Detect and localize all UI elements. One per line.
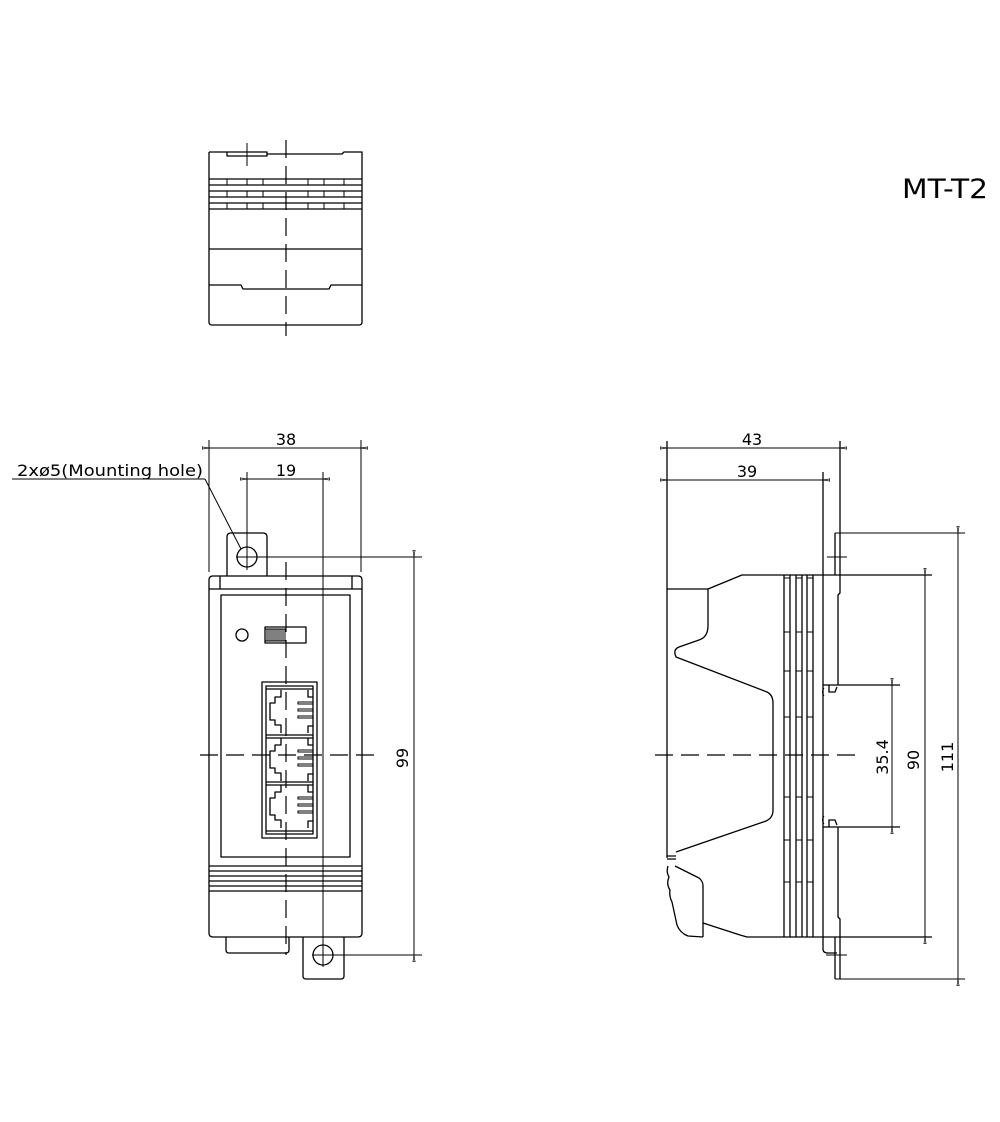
bottom-mounting-tab xyxy=(302,937,345,980)
svg-text:35.4: 35.4 xyxy=(873,739,892,775)
dimension-body-height: 90 xyxy=(904,568,927,944)
svg-text:39: 39 xyxy=(737,462,757,481)
model-title: MT-T2 xyxy=(902,174,988,205)
dimension-front-hole-spacing: 99 xyxy=(393,550,416,962)
mounting-hole-label: 2xø5(Mounting hole) xyxy=(17,461,203,480)
front-body-outline xyxy=(208,575,363,938)
dimension-side-overall-depth: 43 xyxy=(660,430,847,450)
dimension-din-rail-width: 35.4 xyxy=(873,678,894,834)
dimension-overall-height: 111 xyxy=(938,526,960,986)
mounting-hole-callout: 2xø5(Mounting hole) xyxy=(12,461,242,550)
dimension-front-hole-offset: 19 xyxy=(240,461,330,546)
svg-text:90: 90 xyxy=(904,750,923,770)
rib-separators xyxy=(226,179,345,209)
svg-text:111: 111 xyxy=(938,742,957,773)
bottom-foot xyxy=(225,937,290,954)
svg-text:38: 38 xyxy=(276,430,296,449)
svg-text:19: 19 xyxy=(276,461,296,480)
side-view: 43 39 35.4 90 111 xyxy=(655,430,965,986)
led-indicator-icon xyxy=(235,628,249,642)
rj-port-3 xyxy=(269,785,314,828)
svg-text:99: 99 xyxy=(393,748,412,768)
dimension-side-body-depth: 39 xyxy=(660,462,830,482)
din-rail-clip xyxy=(822,441,965,980)
dimension-front-width: 38 xyxy=(202,430,368,572)
svg-text:43: 43 xyxy=(742,430,762,449)
top-view xyxy=(208,140,363,336)
rj-port-2 xyxy=(269,738,314,781)
front-view: 38 19 99 2xø5(Mounting hole) xyxy=(12,430,422,980)
rj-port-1 xyxy=(269,690,314,733)
rj-jack-block xyxy=(261,681,318,839)
side-ribs xyxy=(783,575,814,937)
